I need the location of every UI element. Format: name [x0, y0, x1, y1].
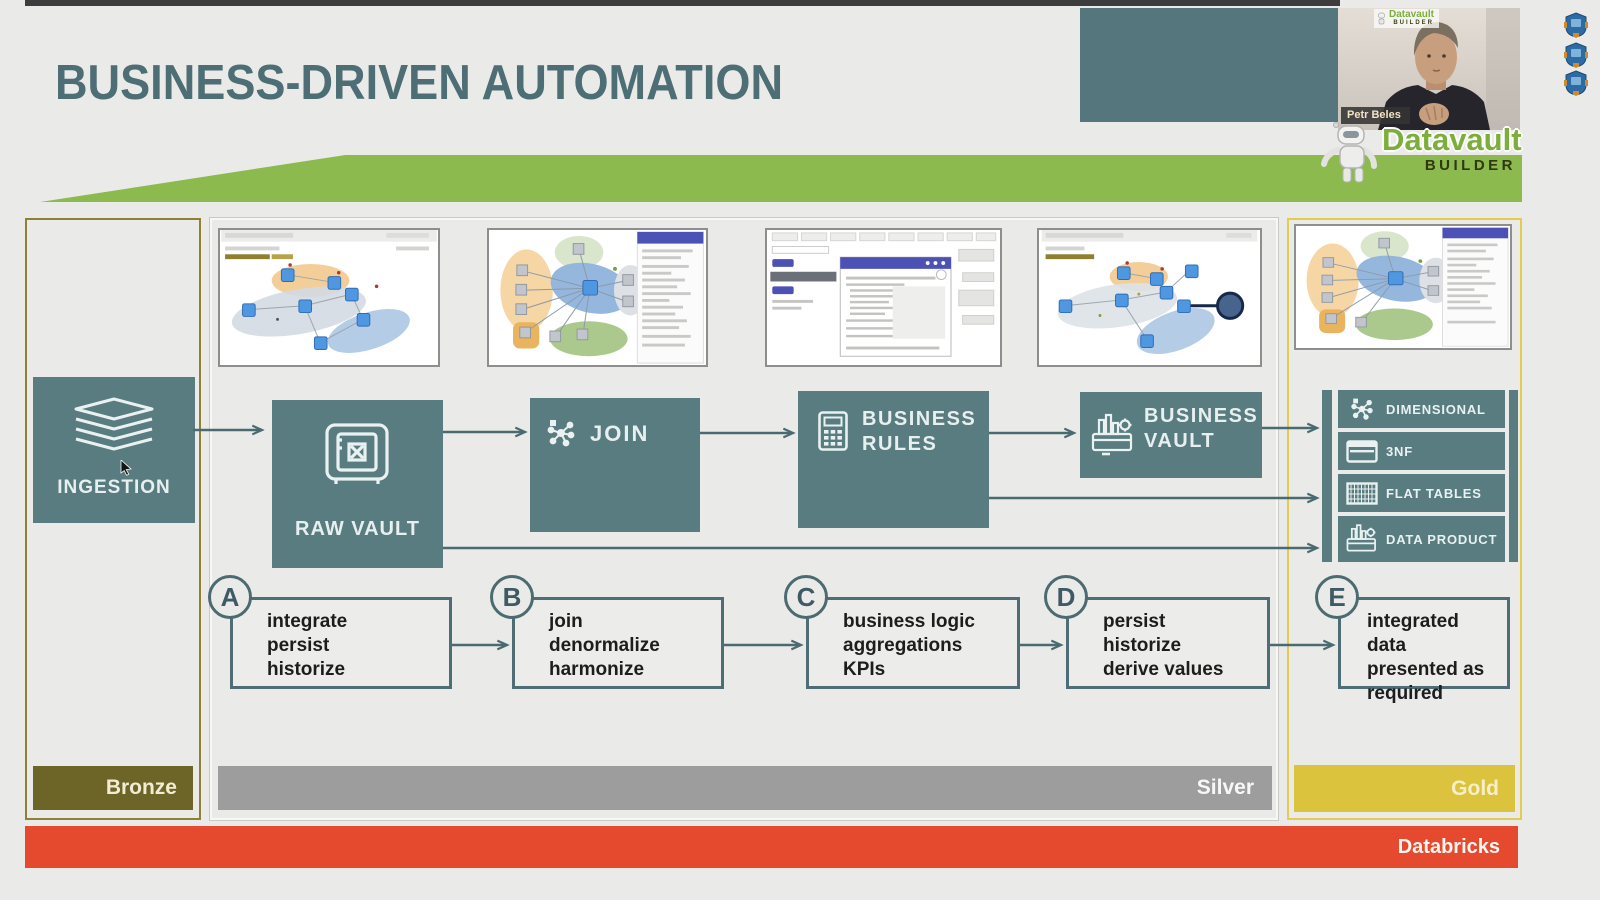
- output-label: 3NF: [1386, 443, 1413, 459]
- webcam-logo: Datavault BUILDER: [1374, 9, 1440, 28]
- step-c-marker: C: [784, 575, 828, 619]
- badge-robot-icon: [1564, 12, 1588, 38]
- page-title: BUSINESS-DRIVEN AUTOMATION: [55, 55, 784, 110]
- step-b-marker: B: [490, 575, 534, 619]
- gold-stack-right-bar: [1509, 390, 1518, 562]
- bronze-layer-column: [25, 218, 201, 820]
- robot-mascot-mini-icon: [1378, 12, 1385, 24]
- join-box: JOIN: [530, 398, 700, 532]
- product-basket-icon: [1091, 413, 1133, 456]
- screenshot-thumb-model-with-target: [1037, 228, 1262, 367]
- ingestion-box: INGESTION: [33, 377, 195, 523]
- step-d-box: persist historize derive values: [1066, 597, 1270, 689]
- databricks-label: Databricks: [1397, 835, 1500, 858]
- output-label: DATA PRODUCT: [1386, 531, 1498, 547]
- robot-mascot-icon: [1321, 122, 1377, 183]
- raw-vault-box: RAW VAULT: [272, 400, 443, 568]
- webcam-logo-name: Datavault: [1389, 9, 1435, 20]
- datavault-builder-logo: Datavault BUILDER: [1318, 118, 1522, 188]
- video-top-edge: [25, 0, 1340, 6]
- gold-stack-left-bar: [1322, 390, 1332, 562]
- badge-robot-icon: [1564, 70, 1588, 96]
- screenshot-thumb-data-vault-model: [218, 228, 440, 367]
- bronze-layer-bar: Bronze: [33, 766, 193, 810]
- business-vault-label: BUSINESS VAULT: [1144, 405, 1259, 452]
- step-d-marker: D: [1044, 575, 1088, 619]
- silver-layer-column: [210, 218, 1278, 820]
- gold-layer-bar: Gold: [1294, 765, 1515, 812]
- databricks-bar: Databricks: [25, 826, 1518, 868]
- table-window-icon: [1338, 439, 1386, 463]
- presenter-name-badge: Petr Beles: [1341, 107, 1410, 124]
- step-c-box: business logic aggregations KPIs: [806, 597, 1020, 689]
- grid-table-icon: [1338, 481, 1386, 505]
- layers-stack-icon: [74, 397, 154, 451]
- product-basket-icon: [1338, 523, 1386, 555]
- vault-safe-icon: [325, 423, 389, 484]
- green-banner: [40, 155, 1522, 202]
- business-vault-box: BUSINESS VAULT: [1080, 392, 1262, 478]
- join-nodes-icon: [547, 420, 575, 447]
- gold-layer-column: [1287, 218, 1522, 820]
- header-teal-panel: [1080, 8, 1338, 122]
- logo-name: Datavault: [1382, 122, 1522, 157]
- gold-label: Gold: [1451, 776, 1499, 800]
- output-flat-tables: FLAT TABLES: [1338, 474, 1505, 512]
- ingestion-label: INGESTION: [57, 477, 171, 498]
- mouse-cursor: [120, 460, 132, 476]
- logo-sub: BUILDER: [1424, 157, 1516, 174]
- step-a-marker: A: [208, 575, 252, 619]
- bronze-label: Bronze: [105, 776, 177, 799]
- output-3nf: 3NF: [1338, 432, 1505, 470]
- network-nodes-icon: [1338, 397, 1386, 421]
- output-label: FLAT TABLES: [1386, 485, 1482, 501]
- screenshot-thumb-gold-model: [1294, 224, 1512, 350]
- step-a-box: integrate persist historize: [230, 597, 452, 689]
- output-label: DIMENSIONAL: [1386, 401, 1486, 417]
- screenshot-thumb-business-rule-editor: [765, 228, 1002, 367]
- output-data-product: DATA PRODUCT: [1338, 516, 1505, 562]
- silver-label: Silver: [1196, 776, 1254, 799]
- screenshot-thumb-business-model-clusters: [487, 228, 708, 367]
- step-e-marker: E: [1315, 575, 1359, 619]
- business-rules-label: BUSINESS RULES: [862, 408, 977, 455]
- business-rules-box: BUSINESS RULES: [798, 391, 989, 528]
- raw-vault-label: RAW VAULT: [295, 518, 420, 540]
- webcam-logo-sub: BUILDER: [1393, 20, 1435, 26]
- badge-robot-icon: [1564, 42, 1588, 68]
- join-label: JOIN: [590, 421, 650, 446]
- silver-layer-bar: Silver: [218, 766, 1272, 810]
- step-e-box: integrated data presented as required: [1338, 597, 1510, 704]
- output-dimensional: DIMENSIONAL: [1338, 390, 1505, 428]
- calculator-icon: [818, 411, 848, 451]
- step-b-box: join denormalize harmonize: [512, 597, 724, 689]
